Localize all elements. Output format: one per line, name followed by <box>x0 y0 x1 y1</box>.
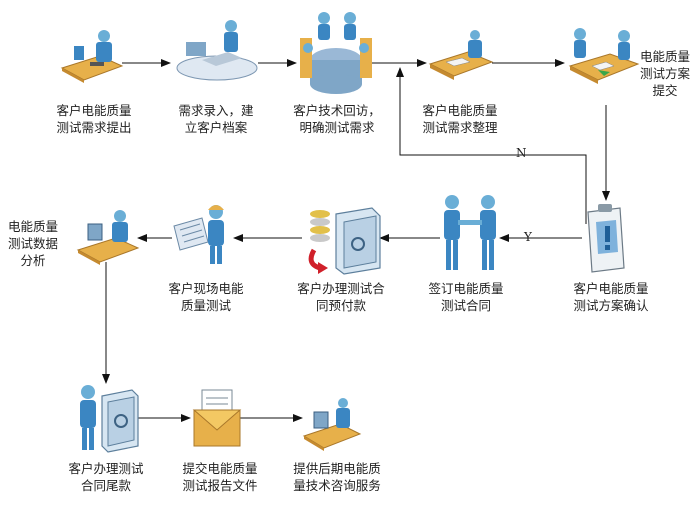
step-3-label: 客户技术回访， 明确测试需求 <box>293 103 381 135</box>
person-at-computer-icon <box>60 30 124 83</box>
step-10-label: 电能质量 测试数据 分析 <box>7 219 58 268</box>
step-9 <box>172 202 234 270</box>
step-7 <box>440 194 500 284</box>
person-with-safe-icon <box>80 385 139 453</box>
step-4-label: 客户电能质量 测试需求整理 <box>422 103 498 135</box>
two-people-at-desk-icon <box>568 28 640 84</box>
person-at-computer-icon <box>302 398 362 451</box>
step-6-label: 客户电能质量 测试方案确认 <box>573 281 649 313</box>
step-12 <box>192 388 242 452</box>
step-1-label: 客户电能质量 测试需求提出 <box>56 103 132 135</box>
step-13 <box>302 398 362 456</box>
step-11 <box>76 384 140 458</box>
step-8 <box>306 202 382 282</box>
step-3 <box>294 8 378 102</box>
step-13-label: 提供后期电能质 量技术咨询服务 <box>293 461 381 493</box>
person-at-computer-icon <box>76 210 140 265</box>
step-8-label: 客户办理测试合 同预付款 <box>297 281 385 313</box>
step-2-label: 需求录入，建 立客户档案 <box>178 103 254 135</box>
arrow-s6-s4-no <box>396 67 587 224</box>
step-6 <box>584 204 628 278</box>
engineer-blueprint-icon <box>173 205 224 264</box>
clipboard-exclamation-icon <box>587 204 625 273</box>
step-5 <box>566 24 642 92</box>
step-11-label: 客户办理测试 合同尾款 <box>68 461 144 493</box>
safe-coins-icon <box>308 207 381 275</box>
envelope-document-icon <box>192 389 242 447</box>
step-1 <box>60 28 124 88</box>
handshake-icon <box>444 195 496 270</box>
step-9-label: 客户现场电能 质量测试 <box>168 281 244 313</box>
step-4 <box>428 30 494 86</box>
person-entering-data-icon <box>176 20 258 81</box>
step-12-label: 提交电能质量 测试报告文件 <box>182 461 258 493</box>
step-10 <box>76 210 140 270</box>
step-2 <box>172 20 262 94</box>
step-5-label: 电能质量 测试方案 提交 <box>639 49 690 98</box>
decision-yes-label: Y <box>524 230 532 244</box>
step-7-label: 签订电能质量 测试合同 <box>428 281 504 313</box>
decision-no-label: N <box>516 146 527 160</box>
person-at-desk-icon <box>428 30 494 80</box>
meeting-table-icon <box>300 12 372 94</box>
